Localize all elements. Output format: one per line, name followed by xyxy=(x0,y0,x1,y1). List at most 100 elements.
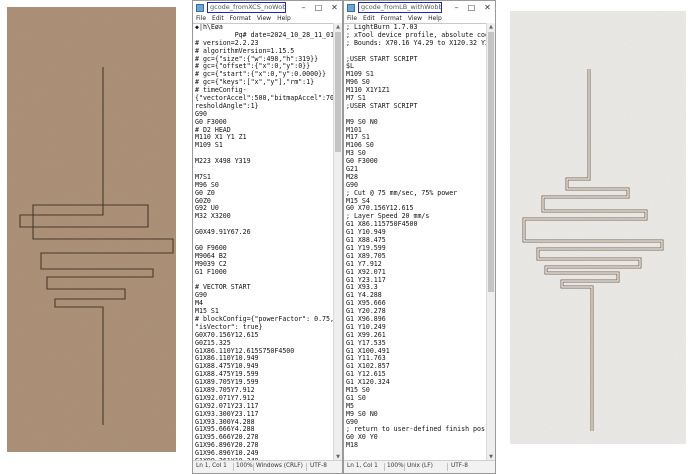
code-line: Pq# date=2024_10_28_11_01_02 xyxy=(195,30,334,39)
menu-format[interactable]: Format xyxy=(380,15,402,22)
notepad-app-icon xyxy=(347,4,355,12)
code-line: G1X95.666Y4.288 xyxy=(195,425,255,434)
scroll-up-icon[interactable]: ▲ xyxy=(336,24,340,30)
code-line: M32 X3200 xyxy=(195,212,231,221)
code-line: G1 F1000 xyxy=(195,267,227,276)
code-line: G92 U0 xyxy=(195,204,219,213)
vertical-scrollbar[interactable]: ▲ ▼ xyxy=(333,23,342,461)
code-line: ; xTool device profile, absolute coords xyxy=(346,30,487,39)
code-line: G0X49.91Y67.26 xyxy=(195,228,251,237)
code-line: ◆|h\Eøa xyxy=(195,23,223,31)
menu-view[interactable]: View xyxy=(256,15,272,22)
menu-format[interactable]: Format xyxy=(229,15,251,22)
code-line: G90 xyxy=(195,109,207,118)
code-line: G0X70.156Y12.615 xyxy=(195,330,259,339)
code-line: # D2 HEAD xyxy=(195,125,231,134)
close-icon[interactable]: ✕ xyxy=(331,3,338,12)
menu-bar: File Edit Format View Help xyxy=(344,14,495,23)
code-line: M110 X1 Y1 Z1 xyxy=(195,133,247,142)
code-line: M4 xyxy=(195,299,203,308)
notepad-app-icon xyxy=(196,4,204,12)
code-line: M9039 C2 xyxy=(195,259,227,268)
code-line: G90 xyxy=(346,180,358,189)
menu-help[interactable]: Help xyxy=(277,15,291,22)
zoom-level: 100% xyxy=(387,463,404,469)
code-line: ; Cut @ 75 mm/sec, 75% power xyxy=(346,188,458,197)
scrollbar-thumb[interactable] xyxy=(488,32,494,292)
code-line: G1 X89.705 xyxy=(346,251,386,260)
minimize-icon[interactable]: – xyxy=(301,3,306,12)
code-line: G1 X88.475 xyxy=(346,236,386,245)
code-line: G90 xyxy=(346,417,358,426)
encoding: UTF-8 xyxy=(451,463,468,469)
code-line: G0 X70.156Y12.615 xyxy=(346,204,414,213)
scroll-up-icon[interactable]: ▲ xyxy=(489,24,493,30)
notepad-window-lightburn[interactable]: gcode_fromLB_withWobble.txt - ... – □ ✕ … xyxy=(343,0,496,474)
vertical-scrollbar[interactable]: ▲ ▼ xyxy=(486,23,495,461)
code-line: M18 xyxy=(346,441,358,450)
code-line: G21 xyxy=(346,165,358,174)
code-line: M9064 B2 xyxy=(195,251,227,260)
code-line: G1 X86.115750F4500 xyxy=(346,220,418,229)
cursor-position: Ln 1, Col 1 xyxy=(347,463,378,469)
text-editor[interactable]: ; LightBurn 1.7.03; xTool device profile… xyxy=(344,23,487,461)
code-line: # gc={"size":{"w":498,"h":319}} xyxy=(195,54,319,63)
code-line: M15 S1 xyxy=(195,307,219,316)
code-line: ; LightBurn 1.7.03 xyxy=(346,23,418,31)
code-line: # gc={"keys":["x","y"],"rm":1} xyxy=(195,78,315,87)
code-line xyxy=(193,166,334,174)
text-editor[interactable]: ◆|h\Eøa Pq# date=2024_10_28_11_01_02# ve… xyxy=(193,23,334,461)
menu-file[interactable]: File xyxy=(347,15,358,22)
menu-edit[interactable]: Edit xyxy=(363,15,375,22)
scroll-down-icon[interactable]: ▼ xyxy=(336,454,340,460)
menu-view[interactable]: View xyxy=(407,15,423,22)
close-icon[interactable]: ✕ xyxy=(484,3,491,12)
code-line: G0 F9600 xyxy=(195,243,227,252)
code-line: M96 S0 xyxy=(195,180,219,189)
code-line: G1 X96.896 xyxy=(346,314,386,323)
code-line: M109 S1 xyxy=(346,70,374,79)
scrollbar-thumb[interactable] xyxy=(335,32,341,152)
status-bar: Ln 1, Col 1 100% Unix (LF) UTF-8 xyxy=(344,460,495,473)
maximize-icon[interactable]: □ xyxy=(314,3,323,12)
code-line: resholdAngle":1} xyxy=(195,101,259,110)
code-line: G0 F3000 xyxy=(195,117,227,126)
menu-help[interactable]: Help xyxy=(428,15,442,22)
code-line: M106 S0 xyxy=(346,141,374,150)
minimize-icon[interactable]: – xyxy=(454,3,459,12)
menu-edit[interactable]: Edit xyxy=(212,15,224,22)
code-line: G1 X120.324 xyxy=(346,378,390,387)
code-line: M9 S0 N0 xyxy=(346,409,378,418)
notepad-window-xcs[interactable]: gcode_fromXCS_noWobble.txt - ... – □ ✕ F… xyxy=(192,0,343,474)
code-line: G1X92.071Y7.912 xyxy=(195,393,255,402)
code-line: G0Z0 xyxy=(195,196,211,205)
code-line: M109 S1 xyxy=(195,141,223,150)
code-line: G1 X92.071 xyxy=(346,267,386,276)
code-line: G1 X100.491 xyxy=(346,346,390,355)
code-line: ; Layer Speed 20 mm/s xyxy=(346,212,430,221)
title-bar[interactable]: gcode_fromXCS_noWobble.txt - ... – □ ✕ xyxy=(193,1,342,14)
code-line: M15 S0 xyxy=(346,385,370,394)
code-line: G1X88.475Y19.599 xyxy=(195,370,259,379)
maximize-icon[interactable]: □ xyxy=(467,3,476,12)
code-line: ; Bounds: X70.16 Y4.29 to X120.32 Y23.12 xyxy=(346,38,487,47)
code-line: $L xyxy=(346,62,354,71)
code-line: M101 xyxy=(346,125,362,134)
scroll-down-icon[interactable]: ▼ xyxy=(489,454,493,460)
encoding: UTF-8 xyxy=(310,463,327,469)
window-title: gcode_fromXCS_noWobble.txt - ... xyxy=(207,2,286,13)
title-bar[interactable]: gcode_fromLB_withWobble.txt - ... – □ ✕ xyxy=(344,1,495,14)
code-line: G1 Y12.615 xyxy=(346,370,386,379)
code-line: G1 X99.261 xyxy=(346,330,386,339)
code-line: G1 Y10.249 xyxy=(346,322,386,331)
code-line: M3 S0 xyxy=(346,149,366,158)
zoom-level: 100% xyxy=(236,463,253,469)
menu-file[interactable]: File xyxy=(196,15,207,22)
paper-engraving-photo xyxy=(510,11,686,444)
code-line: G1 Y23.117 xyxy=(346,275,386,284)
code-line: G1X93.300Y4.288 xyxy=(195,417,255,426)
code-line: G1X86.110Y12.615S750F4500 xyxy=(195,346,295,355)
code-line: # algorithmVersion=1.15.5 xyxy=(195,46,295,55)
code-line: ;USER START SCRIPT xyxy=(346,101,418,110)
code-line: G0 X0 Y0 xyxy=(346,433,378,442)
